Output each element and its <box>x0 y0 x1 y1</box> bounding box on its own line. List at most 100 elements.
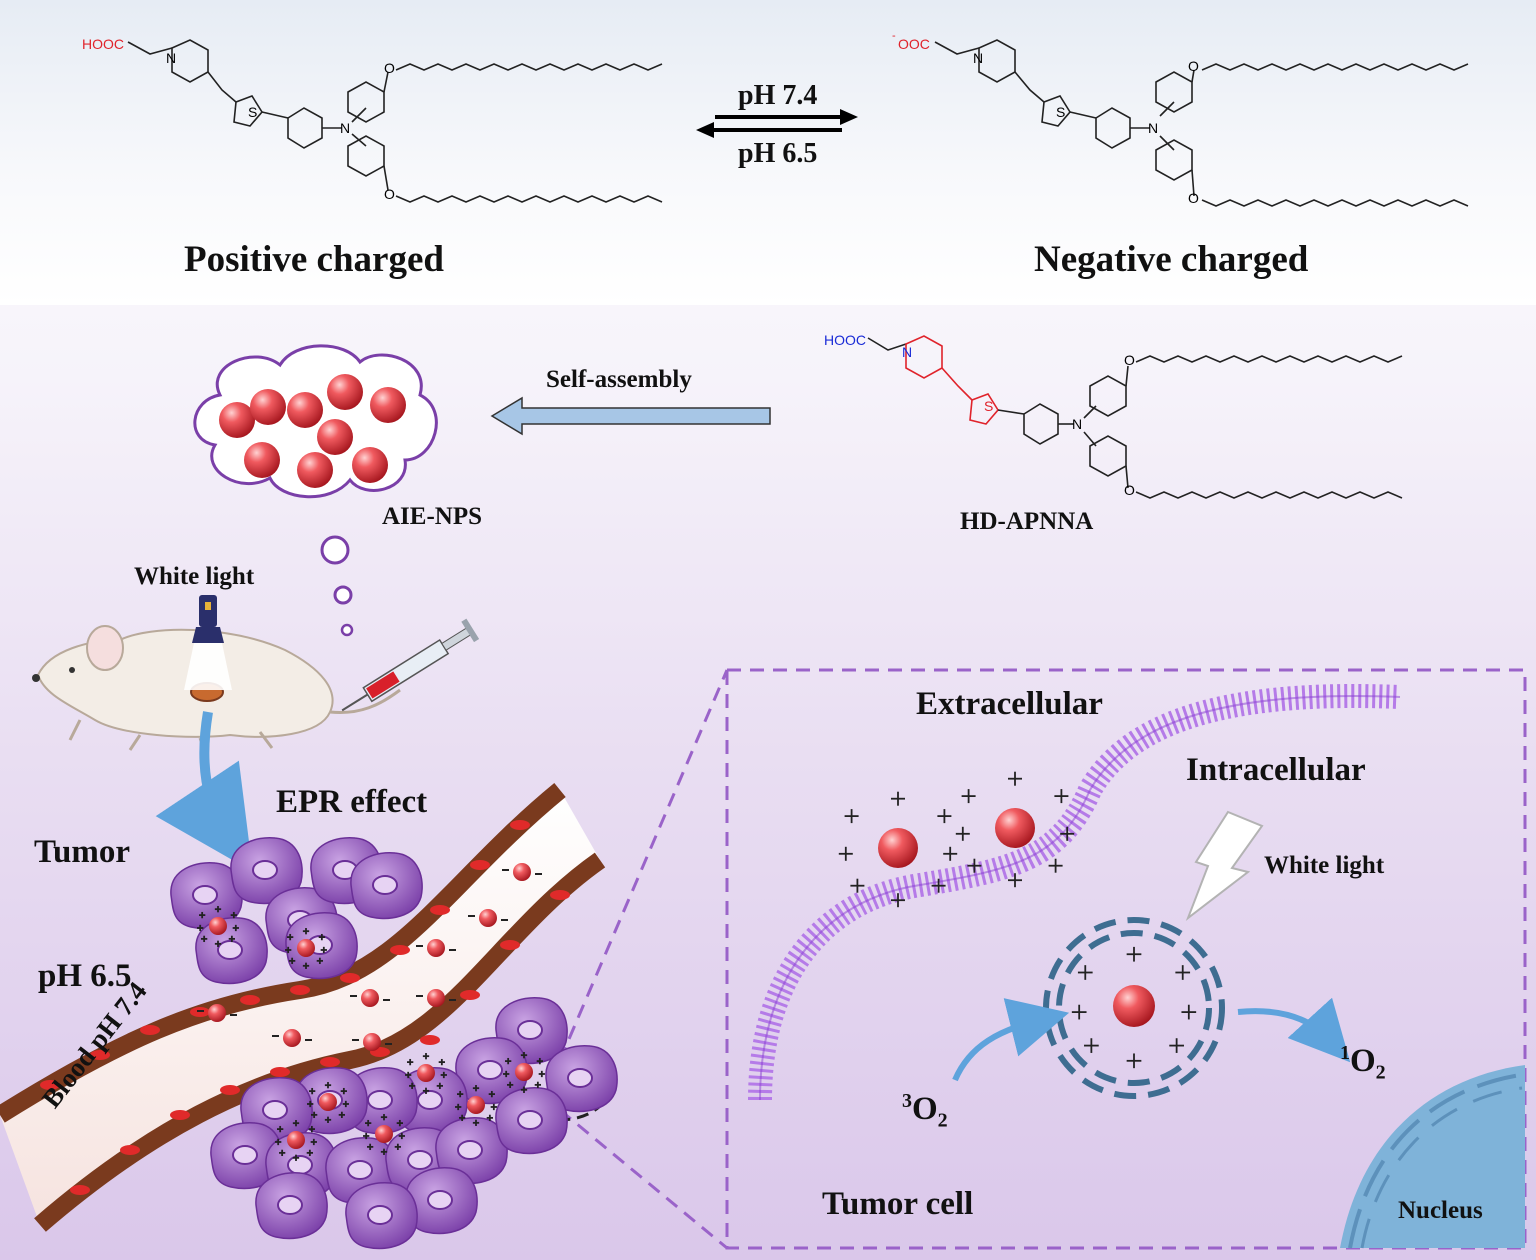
positive-nanoparticle <box>319 1093 337 1111</box>
positive-nanoparticle <box>375 1125 393 1143</box>
tumor-cell-nucleus <box>192 885 218 905</box>
aie-nps-label: AIE-NPS <box>382 503 483 530</box>
positive-nanoparticle <box>515 1063 533 1081</box>
flashlight <box>184 595 232 690</box>
left-acid-group: HOOC <box>82 36 124 52</box>
nucleus-shape <box>1340 1065 1525 1249</box>
hd-apnna-skeleton <box>867 335 1403 499</box>
right-pyridinium-n: N <box>973 50 984 66</box>
positive-nanoparticle <box>467 1096 485 1114</box>
positive-nanoparticle <box>1113 985 1155 1027</box>
tumor-cell-nucleus <box>287 1155 313 1175</box>
tumor-cell-nucleus <box>367 1090 393 1110</box>
negative-charged-label: Negative charged <box>1034 239 1309 280</box>
ph-forward-label: pH 7.4 <box>738 80 818 111</box>
negative-nanoparticle <box>363 1033 381 1051</box>
cloud-nanoparticle <box>327 374 363 410</box>
right-ether-o-bottom: O <box>1188 190 1199 206</box>
white-light-label: White light <box>134 563 255 590</box>
cell-white-light-label: White light <box>1264 852 1385 879</box>
positive-nanoparticle <box>297 939 315 957</box>
tumor-label: Tumor <box>34 834 130 870</box>
tumor-cell-nucleus <box>457 1140 483 1160</box>
tumor-cell-nucleus <box>367 1205 393 1225</box>
tumor-cell-nucleus <box>517 1020 543 1040</box>
epr-effect-label: EPR effect <box>276 784 428 820</box>
triplet-oxygen-label: 3O2 <box>902 1090 948 1132</box>
negative-nanoparticle <box>208 1004 226 1022</box>
cloud-nanoparticle <box>250 389 286 425</box>
right-ether-o-top: O <box>1188 58 1199 74</box>
hd-ether-o-top: O <box>1124 352 1135 368</box>
self-assembly-label: Self-assembly <box>546 366 692 393</box>
positive-nanoparticle <box>878 828 918 868</box>
positive-nanoparticle <box>417 1064 435 1082</box>
tumor-cell-nucleus <box>567 1068 593 1088</box>
negative-nanoparticle <box>427 939 445 957</box>
injection-to-tumor-arrow <box>155 711 253 872</box>
self-assembly-arrow <box>490 396 771 436</box>
positive-nanoparticle <box>209 917 227 935</box>
tumor-cell-nucleus <box>217 940 243 960</box>
right-thiophene-s: S <box>1056 104 1066 120</box>
hd-amine-n: N <box>1072 416 1083 432</box>
cloud-nanoparticle <box>287 392 323 428</box>
tumor-cell-nucleus <box>252 860 278 880</box>
ph-back-label: pH 6.5 <box>738 138 818 169</box>
hd-ether-o-bottom: O <box>1124 482 1135 498</box>
hd-pyridinium-n: N <box>902 344 913 360</box>
positive-nanoparticle <box>995 808 1035 848</box>
right-molecule-skeleton <box>934 39 1469 207</box>
singlet-oxygen-label: 1O2 <box>1340 1042 1386 1084</box>
blood-vessel <box>0 783 606 1232</box>
nucleus-label: Nucleus <box>1398 1197 1483 1224</box>
tumor-cell-nucleus <box>477 1060 503 1080</box>
equilibrium-arrows <box>696 109 858 138</box>
right-charge-minus: - <box>892 30 896 42</box>
triplet-o2-arrow <box>952 998 1070 1082</box>
negative-nanoparticle <box>513 863 531 881</box>
tumor-cell-nucleus <box>372 875 398 895</box>
right-amine-n: N <box>1148 120 1159 136</box>
tumor-cell-label: Tumor cell <box>822 1186 974 1222</box>
tumor-cell-nucleus <box>427 1190 453 1210</box>
intracellular-label: Intracellular <box>1186 752 1366 788</box>
tumor-ph-label: pH 6.5 <box>38 958 132 994</box>
cloud-nanoparticle <box>297 452 333 488</box>
positive-charged-label: Positive charged <box>184 239 444 280</box>
cloud-nanoparticle <box>219 402 255 438</box>
right-carboxylate: OOC <box>898 36 930 52</box>
vessel-wall-cells <box>40 820 570 1195</box>
tumor-cell-nucleus <box>277 1195 303 1215</box>
cloud-nanoparticle <box>370 387 406 423</box>
left-ether-o-top: O <box>384 60 395 76</box>
left-amine-n: N <box>340 120 351 136</box>
lightning-icon <box>1185 810 1264 921</box>
left-molecule-skeleton <box>127 39 663 203</box>
left-pyridinium-n: N <box>166 50 177 66</box>
negative-nanoparticle <box>361 989 379 1007</box>
tumor-cell-nucleus <box>517 1110 543 1130</box>
tumor-cell-nucleus <box>417 1090 443 1110</box>
zoom-frame <box>558 668 1527 1250</box>
positive-nanoparticle <box>287 1131 305 1149</box>
tumor-cell-nucleus <box>262 1100 288 1120</box>
equilibrium-panel <box>0 0 1536 305</box>
left-thiophene-s: S <box>248 104 258 120</box>
negative-nanoparticle <box>479 909 497 927</box>
hd-apnna-label: HD-APNNA <box>960 508 1094 535</box>
tumor-cell-nucleus <box>232 1145 258 1165</box>
singlet-o2-arrow <box>1237 997 1351 1063</box>
negative-nanoparticle <box>283 1029 301 1047</box>
cloud-nanoparticle <box>244 442 280 478</box>
syringe <box>341 618 480 712</box>
tumor-cell-nucleus <box>407 1150 433 1170</box>
hd-thiophene-s: S <box>984 398 994 414</box>
negative-nanoparticle <box>427 989 445 1007</box>
cloud-nanoparticle <box>352 447 388 483</box>
extracellular-label: Extracellular <box>916 686 1103 722</box>
left-ether-o-bottom: O <box>384 186 395 202</box>
cloud-nanoparticle <box>317 419 353 455</box>
